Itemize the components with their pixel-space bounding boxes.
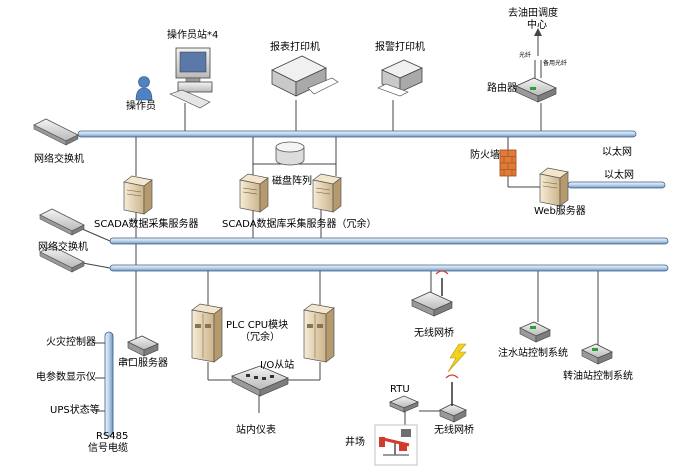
rs485-cable-label: 信号电缆 (88, 443, 128, 454)
oil-station-control-icon (581, 343, 613, 365)
fire-controller-label: 火灾控制器 (46, 337, 96, 348)
rs485-label: RS485 (96, 431, 129, 442)
scada-db-server-2-icon (312, 173, 342, 213)
alarm-printer-label: 报警打印机 (375, 42, 425, 53)
ethernet-label-1: 以太网 (602, 147, 632, 158)
wireless-bridge-2-icon (439, 374, 467, 423)
scada-db-server-1-icon (239, 173, 269, 213)
plc-label: PLC CPU模块 (226, 320, 289, 331)
wireless-bridge-1-icon (411, 270, 453, 317)
alarm-printer-icon (377, 59, 423, 97)
well-site-icon (374, 424, 418, 466)
rtu-icon (388, 395, 420, 413)
wireless-bridge-1-label: 无线网桥 (414, 328, 454, 339)
backup-fiber-label: 备用光纤 (543, 60, 568, 67)
switch-middle-label: 网络交换机 (38, 242, 88, 253)
web-server-label: Web服务器 (534, 206, 586, 217)
optical-fiber-label: 光纤 (519, 52, 532, 59)
web-server-icon (539, 167, 569, 207)
serial-server-label: 串口服务器 (118, 358, 168, 369)
scada-collect-label: SCADA数据采集服务器 (94, 219, 199, 230)
ethernet-bus-top (77, 130, 637, 138)
operator-station-label: 操作员站*4 (167, 30, 219, 41)
connection-lines (65, 60, 599, 427)
scada-db-label: SCADA数据库采集服务器（冗余） (222, 219, 377, 230)
report-printer-icon (271, 55, 339, 97)
oilfield-center-label: 去油田调度 (508, 8, 558, 19)
oilfield-center-label-line2: 中心 (527, 20, 547, 31)
switch-middle-2-icon (39, 245, 85, 273)
switch-middle-1-icon (39, 208, 85, 236)
scada-collect-server-icon (123, 175, 153, 215)
switch-top-icon (33, 118, 79, 146)
io-station-icon (230, 365, 290, 397)
report-printer-label: 报表打印机 (270, 42, 320, 53)
plc-cabinet-2-icon (303, 303, 335, 363)
switch-top-label: 网络交换机 (34, 154, 84, 165)
water-station-label: 注水站控制系统 (498, 348, 568, 359)
io-station-label: I/O从站 (260, 360, 295, 371)
router-label: 路由器 (487, 83, 517, 94)
rtu-label: RTU (390, 384, 410, 395)
uplink-arrow-icon (534, 28, 542, 56)
oil-station-label: 转油站控制系统 (563, 371, 633, 382)
operator-label: 操作员 (126, 101, 156, 112)
power-display-label: 电参数显示仪 (36, 372, 96, 383)
plc-redundant-label: （冗余） (240, 332, 280, 343)
disk-array-label: 磁盘阵列 (272, 176, 312, 187)
operator-person-icon (135, 76, 153, 101)
firewall-icon (499, 149, 517, 177)
ups-status-label: UPS状态等 (50, 405, 100, 416)
ethernet-label-2: 以太网 (604, 170, 634, 181)
firewall-label: 防火墙 (470, 150, 500, 161)
router-icon (515, 77, 557, 103)
wireless-bridge-2-label: 无线网桥 (434, 425, 474, 436)
water-station-control-icon (519, 321, 551, 343)
well-site-label: 井场 (345, 437, 365, 448)
station-meter-label: 站内仪表 (236, 425, 276, 436)
serial-server-icon (127, 335, 159, 357)
disk-array-icon (275, 141, 305, 166)
ethernet-bus-web (567, 181, 666, 189)
operator-workstation-icon (169, 47, 213, 109)
plc-cabinet-1-icon (191, 303, 223, 363)
ethernet-bus-middle (109, 237, 669, 245)
wireless-link-icon (447, 343, 467, 373)
ethernet-bus-field (109, 264, 669, 272)
rs485-cable (104, 331, 114, 437)
